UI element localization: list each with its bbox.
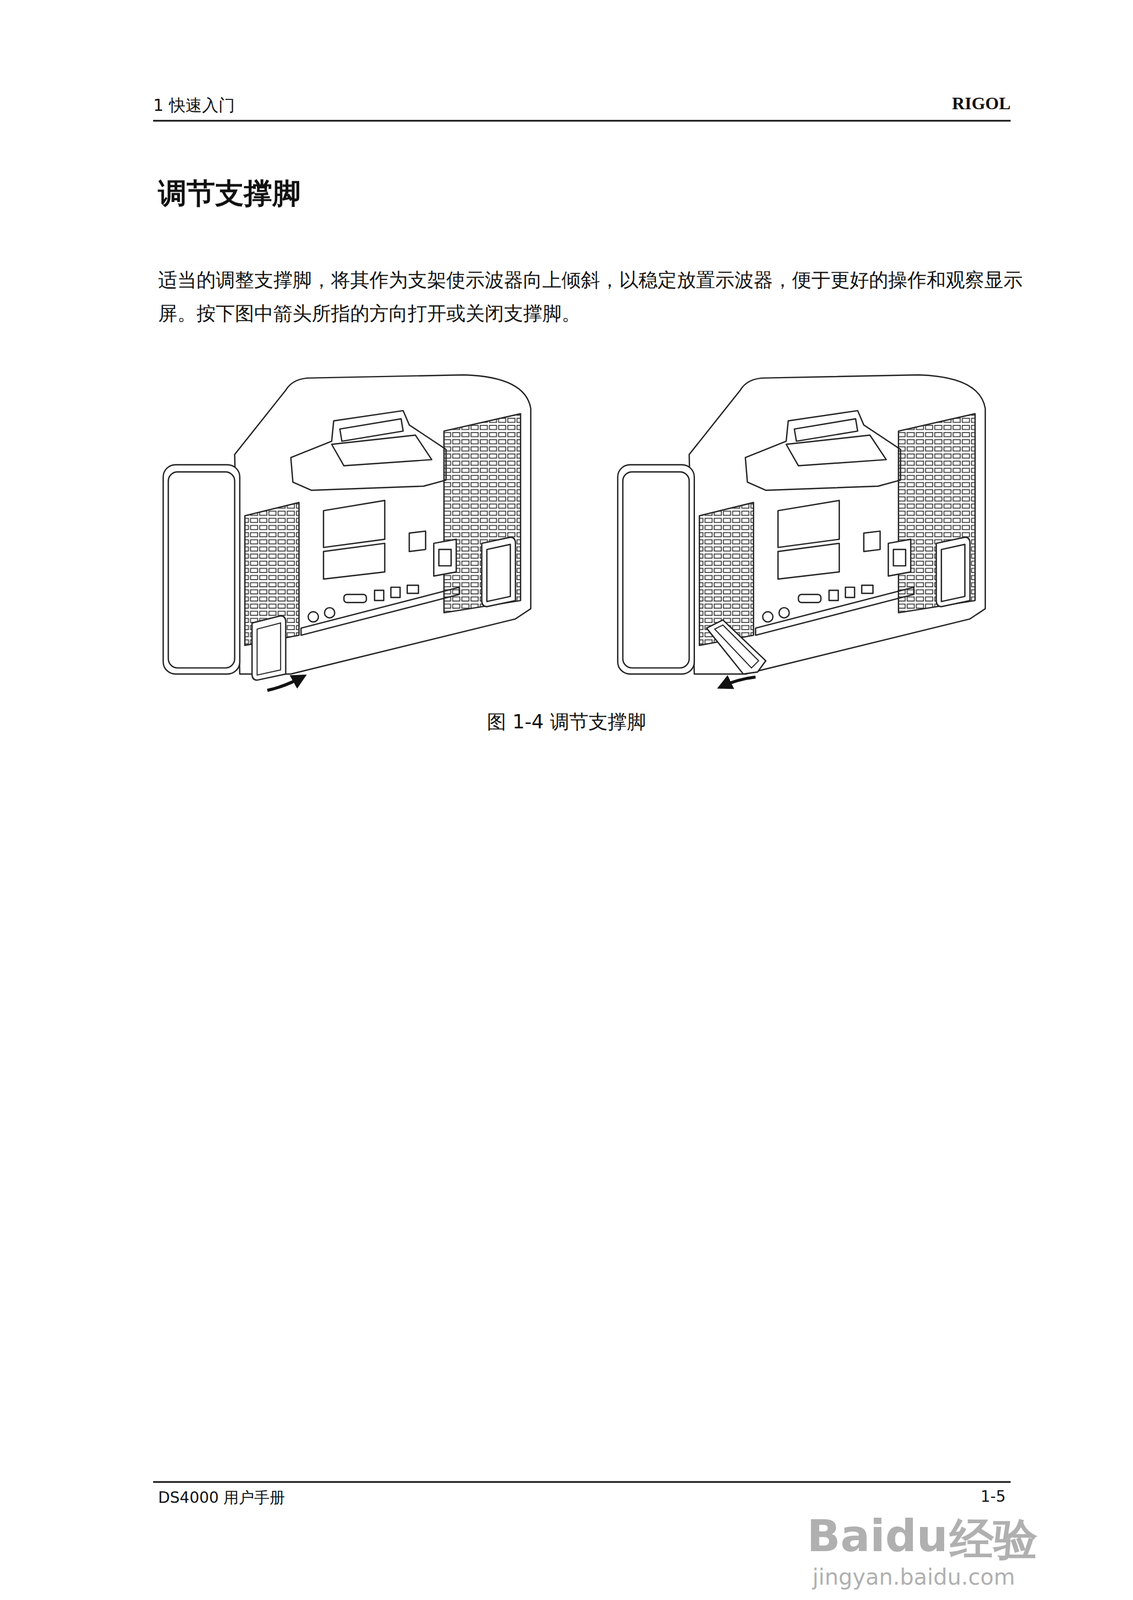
page-number: 1-5 bbox=[895, 1487, 1006, 1506]
footer-rule bbox=[153, 1481, 1011, 1484]
figure-caption: 图 1-4 调节支撑脚 bbox=[0, 709, 1133, 736]
running-footer: DS4000 用户手册 bbox=[158, 1487, 286, 1509]
body-paragraph: 适当的调整支撑脚，将其作为支架使示波器向上倾斜，以稳定放置示波器，便于更好的操作… bbox=[158, 263, 1026, 331]
watermark: 经验 bbox=[949, 1510, 1038, 1570]
oscilloscope-closed-foot bbox=[163, 374, 531, 691]
watermark-url: jingyan.baidu.com bbox=[812, 1564, 1015, 1590]
section-title: 调节支撑脚 bbox=[158, 174, 301, 213]
watermark: Baidu bbox=[806, 1510, 949, 1562]
header-rule bbox=[153, 120, 1011, 122]
oscilloscope-open-foot bbox=[617, 374, 986, 688]
brand-name: RIGOL bbox=[900, 93, 1011, 114]
running-header: 1 快速入门 bbox=[153, 94, 235, 117]
